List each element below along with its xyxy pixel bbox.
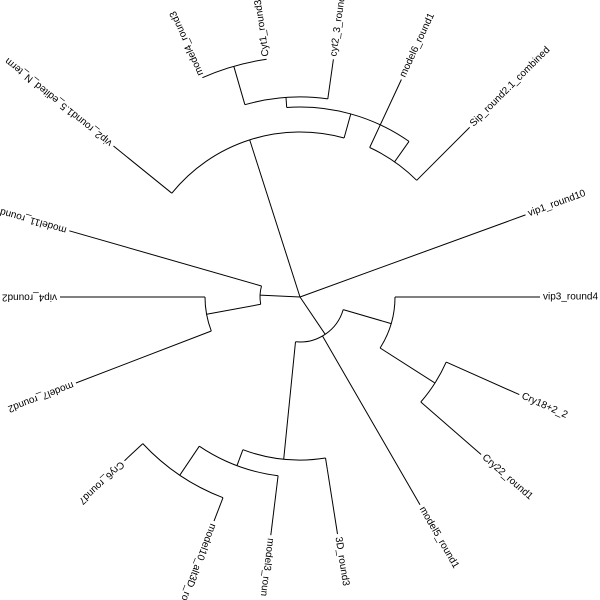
leaf-label-3d: 3D_round3 <box>333 536 352 587</box>
leaf-label-cyt2: cyt2_3_round <box>328 0 347 57</box>
branch-segment-4 <box>379 347 436 384</box>
branch-segment-25 <box>394 141 410 163</box>
branch-to-sip <box>416 126 471 181</box>
leaf-label-cyt1: Cyt1_round3 <box>253 0 272 57</box>
branch-segment-15 <box>206 303 261 315</box>
branch-arc-16 <box>204 296 212 332</box>
branch-arc-20 <box>286 106 410 142</box>
branch-segment-23 <box>233 66 246 105</box>
branch-arc-26 <box>369 147 418 181</box>
leaf-label-cry18: Cry18+2_2 <box>520 391 570 421</box>
branch-arc-24 <box>202 58 267 79</box>
leaf-label-vip3: vip3_round4 <box>543 292 598 303</box>
leaf-label-model11: model11_round <box>0 206 68 236</box>
leaf-label-model7: model7_round2 <box>6 379 75 414</box>
branch-to-model3 <box>270 475 279 536</box>
leaf-label-vip4: vip4_round2 <box>2 292 57 303</box>
branch-segment-2 <box>343 309 392 325</box>
branch-arc-11 <box>142 443 224 499</box>
leaf-label-model5: model5_round1 <box>417 505 461 571</box>
branch-to-cry6 <box>124 443 144 462</box>
leaf-label-vip2: vip2_round1.5_edited_N_term <box>3 55 114 148</box>
branch-segment-6 <box>283 341 296 460</box>
branch-segment-19 <box>343 113 352 139</box>
branch-to-cyt2 <box>327 59 334 99</box>
branch-to-cry22 <box>420 401 482 455</box>
leaf-label-cry6: Cry6_round7 <box>76 459 126 507</box>
branch-to-model7 <box>75 330 212 384</box>
branch-arc-7 <box>242 449 326 461</box>
branch-arc-5 <box>420 361 447 403</box>
branch-segment-8 <box>236 449 244 466</box>
branch-segment-0 <box>299 296 326 335</box>
leaf-label-model4: model4_round3 <box>168 9 206 77</box>
branch-to-model6 <box>369 79 402 148</box>
leaf-label-cry22: Cry22_round1 <box>480 452 535 502</box>
branch-to-model11 <box>69 230 262 287</box>
branch-to-vip2 <box>113 145 173 194</box>
tree-branches <box>60 58 540 536</box>
branch-arc-3 <box>379 296 396 349</box>
branch-segment-21 <box>285 97 288 108</box>
branch-to-model5 <box>322 335 421 506</box>
leaf-label-model6: model6_round1 <box>398 11 438 79</box>
branch-segment-12 <box>325 457 328 470</box>
branch-segment-17 <box>249 139 301 298</box>
leaf-label-model10: model10_alt3D_roun <box>175 522 219 600</box>
leaf-label-vip1: vip1_round10 <box>526 188 587 219</box>
branch-to-model10 <box>213 497 224 522</box>
branch-to-3d <box>326 469 338 535</box>
branch-to-cry18 <box>445 361 520 396</box>
leaf-label-model3: model3_roun <box>258 538 276 597</box>
branch-arc-22 <box>244 96 328 106</box>
branch-arc-1 <box>295 309 344 343</box>
branch-arc-9 <box>199 445 279 477</box>
branch-arc-18 <box>171 131 345 194</box>
leaf-label-sip: Sip_round2.1_combined <box>468 45 552 129</box>
branch-segment-10 <box>179 445 200 476</box>
branch-to-vip1 <box>299 214 526 298</box>
branch-segment-13 <box>259 294 301 298</box>
